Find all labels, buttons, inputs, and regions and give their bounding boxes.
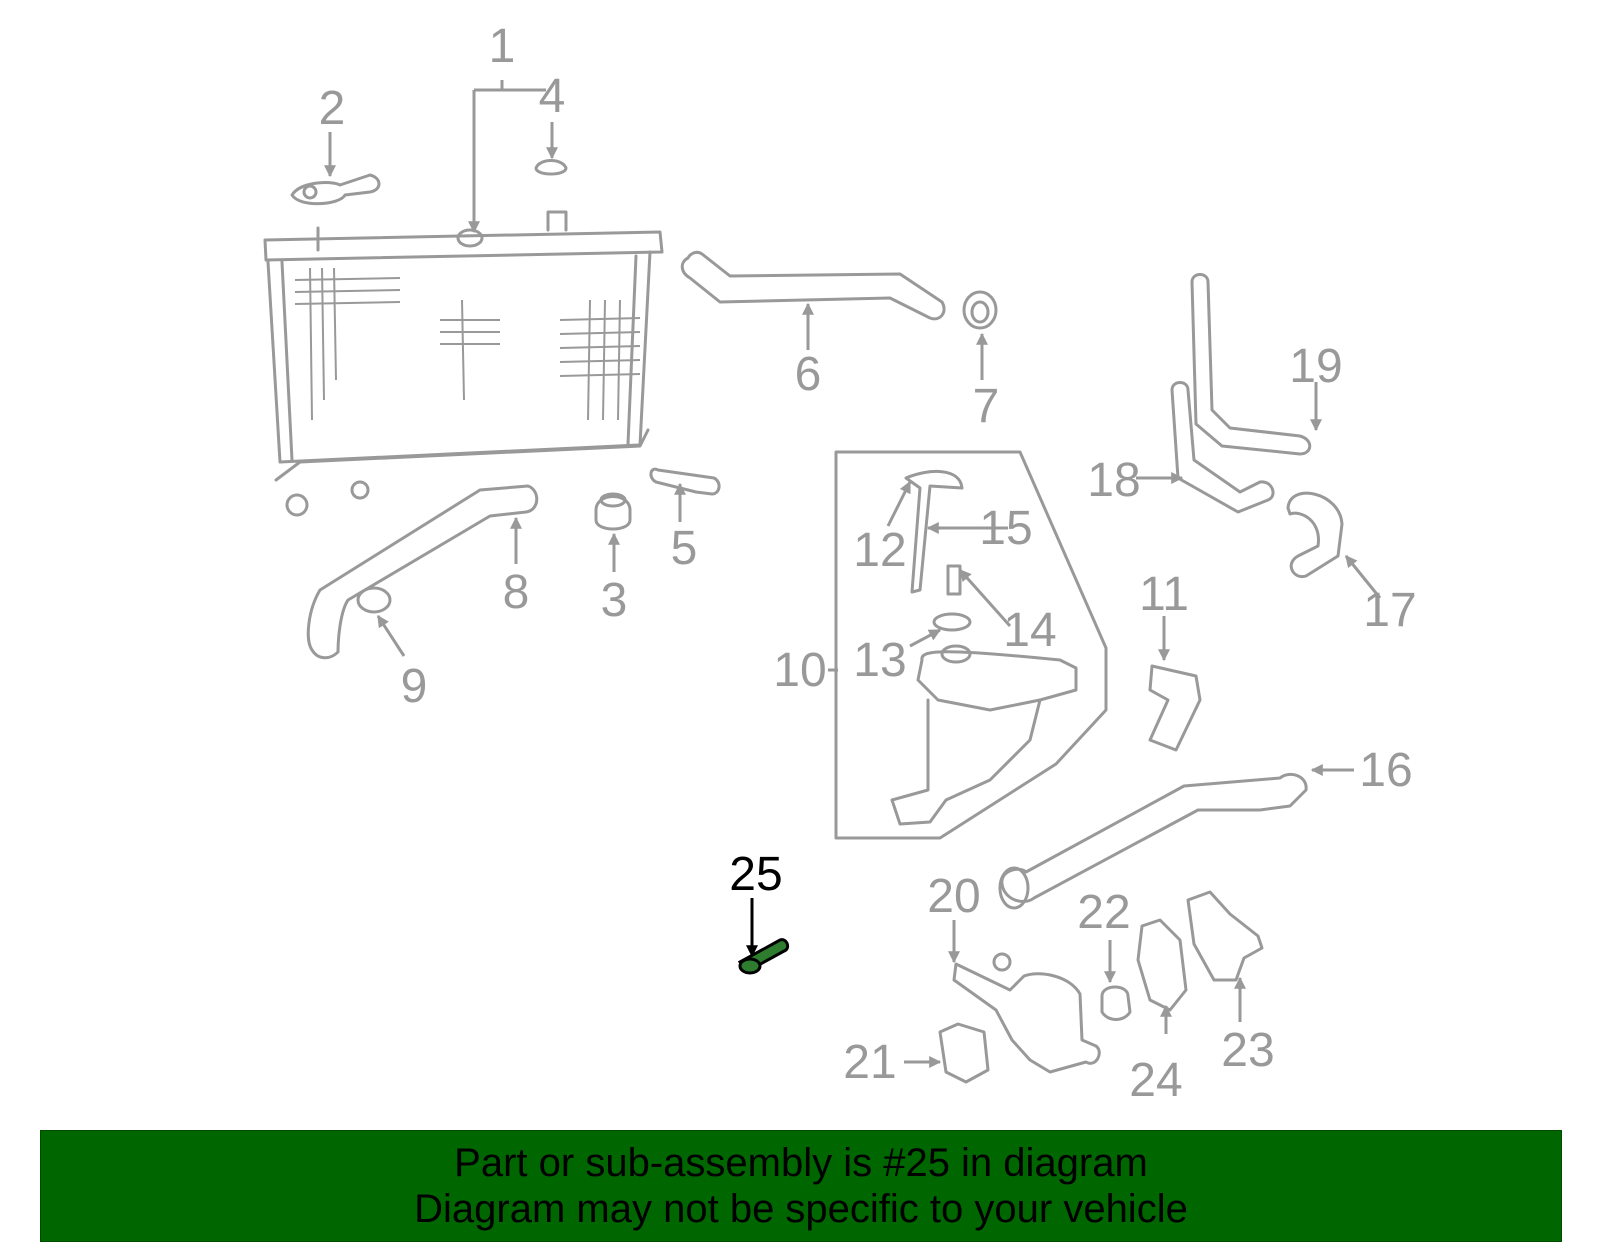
callout-12[interactable]: 12 bbox=[853, 524, 906, 577]
info-banner: Part or sub-assembly is #25 in diagram D… bbox=[40, 1130, 1562, 1242]
clamp-part bbox=[962, 290, 998, 330]
callout-5[interactable]: 5 bbox=[671, 522, 698, 575]
heater-pipes-part bbox=[998, 273, 1344, 910]
callout-24[interactable]: 24 bbox=[1129, 1054, 1182, 1107]
callout-25[interactable]: 25 bbox=[729, 848, 782, 901]
callout-6[interactable]: 6 bbox=[795, 348, 822, 401]
leader-lines bbox=[324, 80, 1382, 1068]
banner-line-1: Part or sub-assembly is #25 in diagram bbox=[454, 1141, 1148, 1185]
callout-1[interactable]: 1 bbox=[489, 20, 516, 73]
callout-18[interactable]: 18 bbox=[1087, 454, 1140, 507]
bracket-part bbox=[1148, 664, 1202, 752]
banner-line-2: Diagram may not be specific to your vehi… bbox=[414, 1187, 1188, 1231]
drain-plug-part bbox=[594, 492, 632, 531]
callout-22[interactable]: 22 bbox=[1077, 886, 1130, 939]
callout-14[interactable]: 14 bbox=[1003, 604, 1056, 657]
part-25-highlighted[interactable] bbox=[737, 938, 790, 975]
callout-15[interactable]: 15 bbox=[979, 502, 1032, 555]
callout-7[interactable]: 7 bbox=[973, 380, 1000, 433]
reservoir-box-frame bbox=[834, 450, 1108, 840]
callout-10[interactable]: 10 bbox=[773, 644, 826, 697]
callout-21[interactable]: 21 bbox=[843, 1036, 896, 1089]
upper-hose-part bbox=[680, 250, 946, 321]
parts-diagram: 1 2 3 4 5 6 7 8 9 10 11 12 13 14 15 16 1… bbox=[263, 20, 1417, 1107]
radiator-cap-part bbox=[290, 173, 381, 206]
callout-16[interactable]: 16 bbox=[1359, 744, 1412, 797]
radiator-part bbox=[263, 210, 664, 517]
lower-hose-part bbox=[306, 484, 539, 660]
petcock-part bbox=[649, 467, 721, 496]
callout-20[interactable]: 20 bbox=[927, 870, 980, 923]
callout-23[interactable]: 23 bbox=[1221, 1024, 1274, 1077]
callout-4[interactable]: 4 bbox=[539, 70, 566, 123]
filler-cap-part bbox=[534, 159, 568, 176]
callout-labels: 1 2 3 4 5 6 7 8 9 10 11 12 13 14 15 16 1… bbox=[319, 20, 1417, 1107]
callout-11[interactable]: 11 bbox=[1139, 568, 1189, 621]
callout-3[interactable]: 3 bbox=[601, 574, 628, 627]
callout-2[interactable]: 2 bbox=[319, 82, 346, 135]
callout-8[interactable]: 8 bbox=[503, 566, 530, 619]
callout-17[interactable]: 17 bbox=[1363, 584, 1416, 637]
thermostat-housing-part bbox=[938, 890, 1264, 1084]
callout-19[interactable]: 19 bbox=[1289, 340, 1342, 393]
callout-9[interactable]: 9 bbox=[401, 660, 428, 713]
callout-13[interactable]: 13 bbox=[853, 634, 906, 687]
